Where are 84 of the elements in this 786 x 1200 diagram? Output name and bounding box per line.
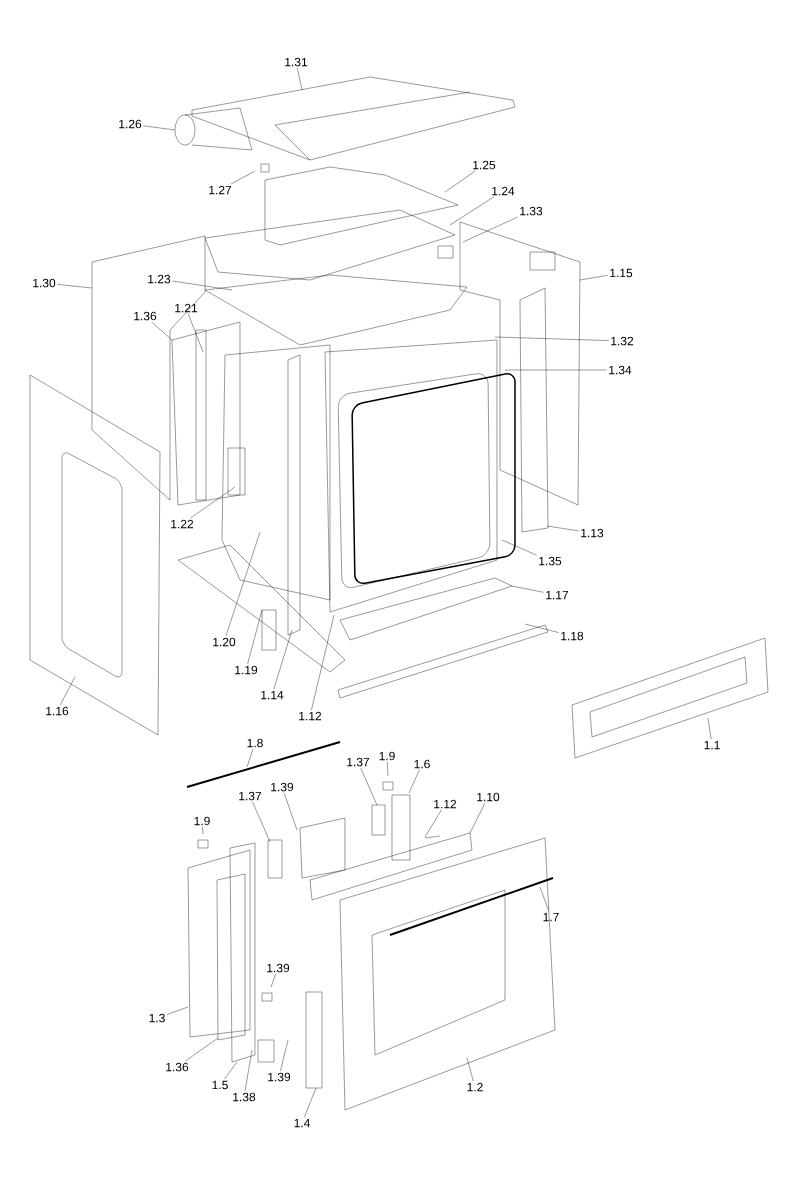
leader-line	[57, 284, 93, 289]
leader-line	[273, 629, 293, 690]
leader-line	[172, 280, 233, 291]
leader-line	[151, 321, 173, 341]
leader-line	[246, 748, 254, 768]
callout-number: 1.2	[467, 1082, 483, 1092]
callout-number: 1.32	[611, 336, 634, 346]
leader-line	[494, 336, 609, 341]
leader-line	[280, 1039, 289, 1072]
leader-line	[270, 973, 276, 988]
callout-number: 1.4	[294, 1118, 310, 1128]
callout-number: 1.31	[285, 57, 308, 67]
leader-line	[546, 525, 579, 532]
leader-line	[579, 275, 608, 281]
callout-number: 1.17	[546, 590, 569, 600]
callout-number: 1.10	[477, 792, 500, 802]
callout-number: 1.33	[520, 206, 543, 216]
callout-number: 1.18	[561, 631, 584, 641]
callout-number: 1.6	[414, 759, 430, 769]
leader-line	[469, 802, 486, 834]
callout-number: 1.7	[543, 912, 559, 922]
leader-line	[524, 623, 559, 633]
leader-line	[166, 1006, 189, 1015]
leader-line	[283, 792, 298, 831]
leader-line	[297, 67, 303, 91]
callout-number: 1.21	[175, 303, 198, 313]
callout-number: 1.27	[209, 185, 232, 195]
callout-number: 1.23	[148, 274, 171, 284]
callout-number: 1.8	[247, 738, 263, 748]
leader-line	[539, 886, 550, 912]
callout-number: 1.36	[166, 1062, 189, 1072]
leader-line	[360, 767, 378, 806]
leader-line	[387, 761, 389, 777]
leader-line	[225, 531, 261, 637]
leader-line	[143, 125, 176, 131]
leader-line	[202, 826, 204, 835]
leader-line	[311, 614, 335, 711]
callout-number: 1.39	[271, 782, 294, 792]
leader-line	[424, 809, 442, 838]
callout-number: 1.36	[134, 311, 157, 321]
callout-number: 1.19	[235, 665, 258, 675]
callout-number: 1.13	[581, 528, 604, 538]
callout-number: 1.9	[379, 751, 395, 761]
leader-line	[462, 216, 519, 243]
callout-number: 1.5	[212, 1080, 228, 1090]
callout-number: 1.39	[268, 1072, 291, 1082]
leader-line	[188, 313, 204, 353]
callout-number: 1.9	[194, 816, 210, 826]
leader-line	[449, 196, 494, 226]
leader-line	[504, 369, 607, 371]
callout-number: 1.22	[171, 519, 194, 529]
leader-line	[252, 801, 271, 843]
callout-number: 1.12	[299, 711, 322, 721]
callout-number: 1.25	[473, 160, 496, 170]
callout-number: 1.15	[610, 268, 633, 278]
leader-line	[244, 1049, 253, 1092]
leader-line	[408, 769, 420, 794]
callout-number: 1.16	[46, 706, 69, 716]
leader-line	[501, 539, 537, 556]
leader-line	[247, 609, 263, 665]
callout-number: 1.20	[213, 637, 236, 647]
leader-line	[185, 1037, 219, 1062]
leader-line	[190, 486, 236, 519]
callout-number: 1.30	[33, 278, 56, 288]
leader-line	[230, 170, 256, 185]
callout-number: 1.14	[261, 690, 284, 700]
callout-number: 1.1	[704, 740, 720, 750]
callout-number: 1.12	[434, 799, 457, 809]
callout-number: 1.3	[149, 1013, 165, 1023]
callout-number: 1.24	[492, 186, 515, 196]
leader-line	[59, 676, 76, 706]
leader-line	[707, 717, 712, 740]
leader-line	[224, 1061, 238, 1080]
callout-number: 1.35	[539, 556, 562, 566]
callout-number: 1.37	[347, 757, 370, 767]
callout-number: 1.37	[239, 791, 262, 801]
callout-number: 1.39	[267, 963, 290, 973]
leader-line	[304, 1087, 317, 1118]
callout-number: 1.34	[609, 365, 632, 375]
leader-line	[444, 170, 476, 193]
callout-number: 1.26	[119, 119, 142, 129]
leader-line	[466, 1057, 474, 1082]
callout-number: 1.38	[233, 1092, 256, 1102]
leader-line	[511, 585, 544, 593]
